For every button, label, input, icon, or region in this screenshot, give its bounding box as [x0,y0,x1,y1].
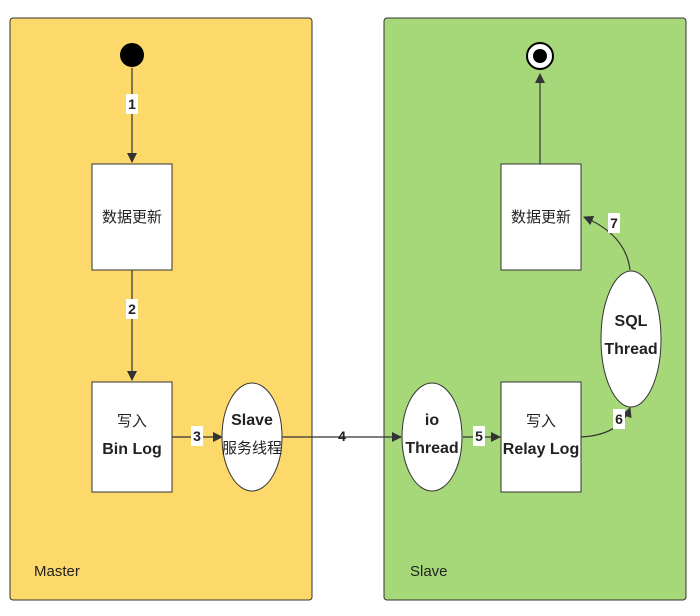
step-label-6: 6 [615,411,623,427]
step-label-3: 3 [193,428,201,444]
slave-service-circle: Slave 服务线程 [221,382,283,492]
write-relaylog-box: 写入 Relay Log [500,381,582,493]
slave-lane-label: Slave [410,563,448,580]
io-thread-line2: Thread [405,440,458,457]
edge-sql-thread-to-slave-update [583,215,631,271]
write-relaylog-line2: Relay Log [503,441,579,458]
write-binlog-box: 写入 Bin Log [91,381,173,493]
master-lane-label: Master [34,563,80,580]
step-label-4: 4 [338,428,346,444]
step-badge-2: 2 [126,299,138,319]
step-badge-7: 7 [608,213,620,233]
master-lane [9,17,313,601]
master-update-text: 数据更新 [102,208,162,226]
start-node [120,43,144,67]
step-label-7: 7 [610,215,618,231]
slave-update-box: 数据更新 [500,163,582,271]
step-label-1: 1 [128,96,136,112]
sql-thread-line2: Thread [604,341,657,358]
write-binlog-line1: 写入 [117,412,147,430]
master-update-box: 数据更新 [91,163,173,271]
sql-thread-line1: SQL [615,313,648,330]
slave-update-text: 数据更新 [511,208,571,226]
end-node [526,42,554,70]
sql-thread-circle: SQL Thread [600,270,662,408]
write-relaylog-line1: 写入 [526,412,556,430]
io-thread-circle: io Thread [401,382,463,492]
step-label-2: 2 [128,301,136,317]
io-thread-line1: io [425,412,439,429]
step-badge-5: 5 [473,426,485,446]
step-badge-6: 6 [613,409,625,429]
step-badge-1: 1 [126,94,138,114]
step-label-5: 5 [475,428,483,444]
step-badge-3: 3 [191,426,203,446]
slave-service-line1: Slave [231,412,273,429]
slave-service-line2: 服务线程 [222,439,282,457]
edge-relaylog-to-sql-thread [580,407,632,438]
step-badge-4: 4 [338,428,346,444]
write-binlog-line2: Bin Log [102,441,162,458]
